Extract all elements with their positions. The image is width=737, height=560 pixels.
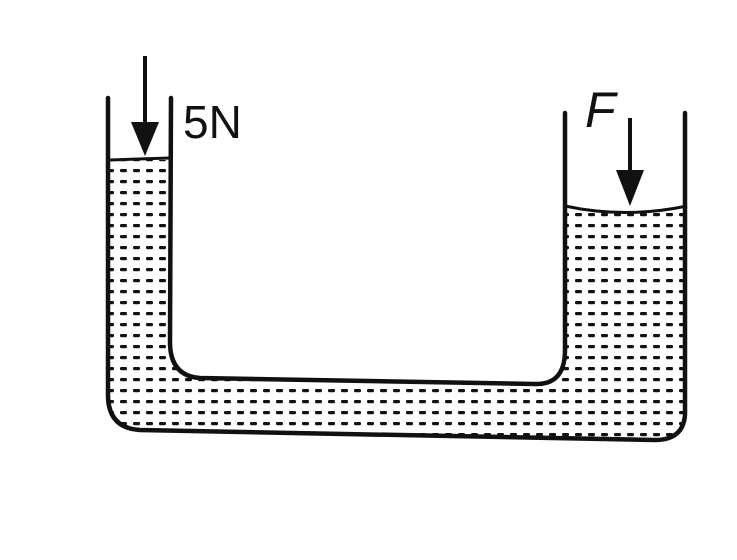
left-force-arrow	[131, 56, 159, 156]
tube-outer-wall	[105, 95, 688, 443]
right-force-arrow	[616, 118, 644, 206]
liquid-fill	[108, 160, 687, 440]
left-liquid-surface	[109, 156, 171, 162]
left-force-label: 5N	[183, 96, 242, 148]
tube-inner-wall	[167, 95, 568, 387]
right-liquid-surface	[564, 204, 688, 214]
right-force-label: F	[585, 82, 618, 138]
